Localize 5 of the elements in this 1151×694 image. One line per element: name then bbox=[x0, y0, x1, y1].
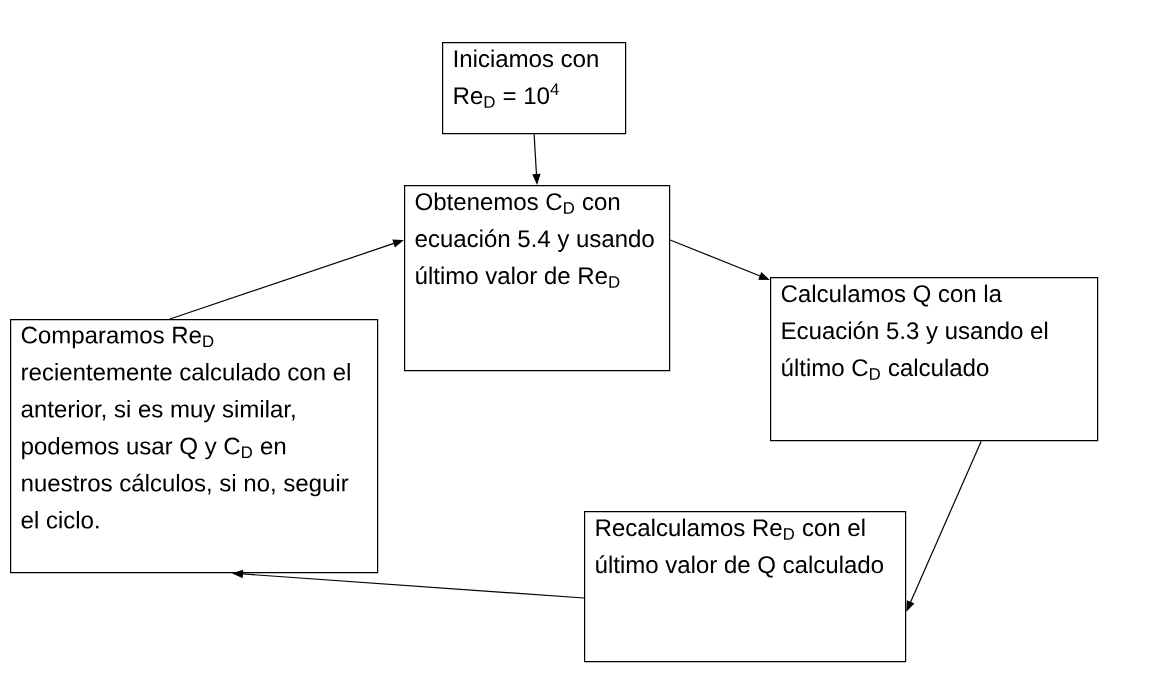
process-box: Recalculamos Re$_{D}$ con el último valor de Q calculado bbox=[584, 511, 907, 663]
process-box: Calculamos Q con la Ecuación 5.3 y usando el último C$_{D}$ calculado bbox=[770, 277, 1099, 442]
process-box: Obtenemos C$_{D}$ con ecuación 5.4 y usando último valor de Re$_{D}$ bbox=[404, 185, 671, 372]
process-box: Iniciamos con Re$_{D}$ = 10$^{4}$ bbox=[442, 42, 627, 135]
process-box: Comparamos Re$_{D}$ recientemente calculado con el anterior, si es muy similar, podemos usar Q y C$_{D}$ en nuestros cálculos, si no, seguir el ciclo. bbox=[10, 319, 379, 574]
